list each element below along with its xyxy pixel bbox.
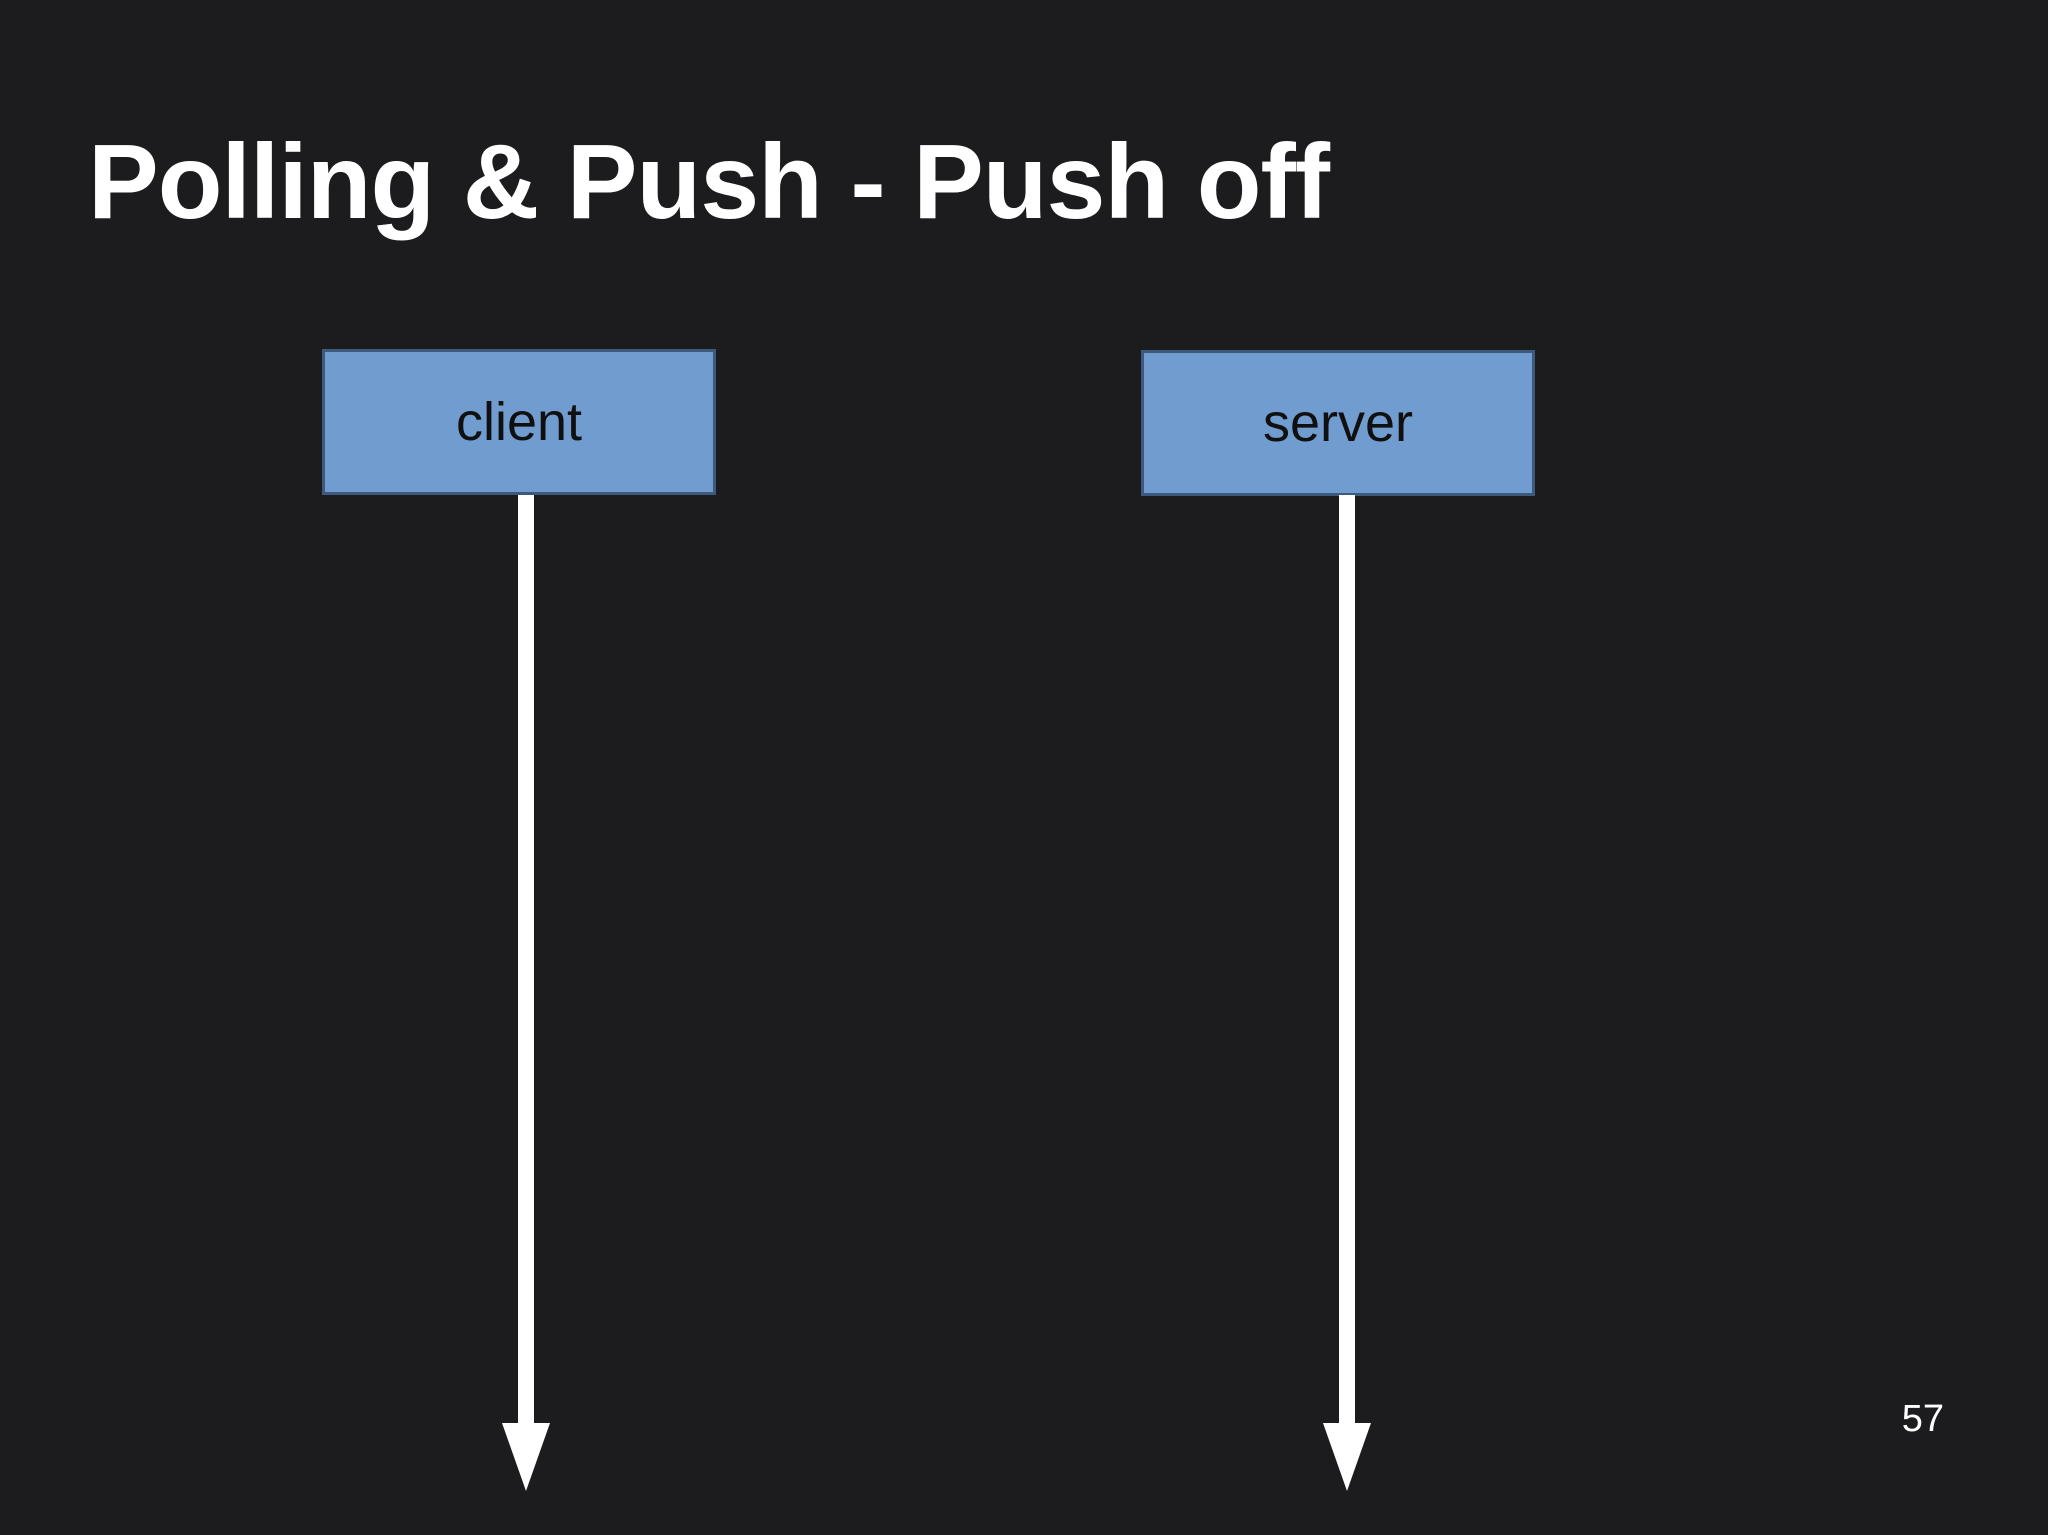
- slide-title: Polling & Push - Push off: [88, 123, 1330, 241]
- server-lifeline-shaft: [1339, 495, 1355, 1425]
- actor-label-server: server: [1262, 393, 1414, 453]
- actor-box-client: client: [322, 349, 716, 495]
- client-lifeline-arrowhead-icon: [502, 1423, 550, 1491]
- actor-label-client: client: [455, 392, 583, 452]
- server-lifeline-arrowhead-icon: [1323, 1423, 1371, 1491]
- page-number: 57: [1901, 1398, 1944, 1440]
- server-lifeline-arrow: [1323, 495, 1371, 1491]
- actor-box-server: server: [1141, 350, 1535, 496]
- client-lifeline-shaft: [518, 495, 534, 1425]
- client-lifeline-arrow: [502, 495, 550, 1491]
